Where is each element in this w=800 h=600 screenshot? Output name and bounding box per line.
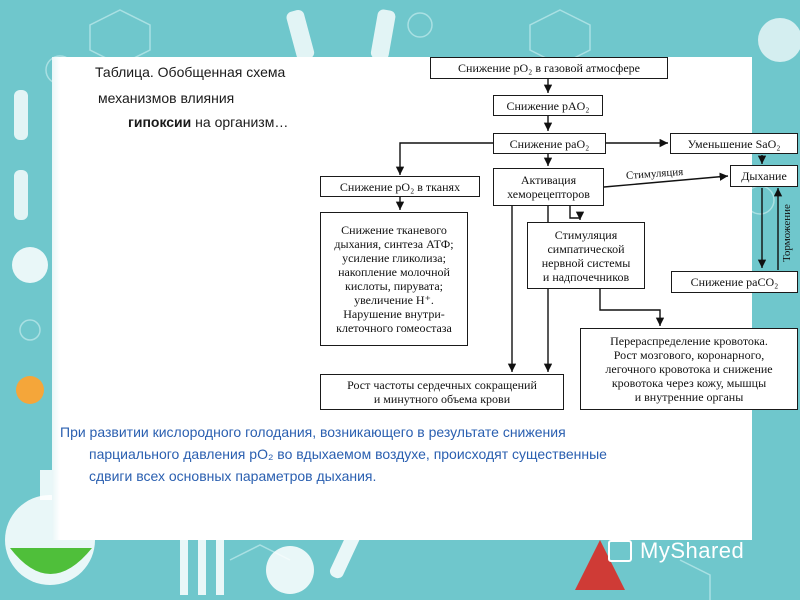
- test-tube-icon: [14, 9, 396, 595]
- box-pao2-arterial: Снижение paO₂: [493, 133, 606, 154]
- box-po2-atmosphere: Снижение pO₂ в газовой атмосфере: [430, 57, 668, 79]
- caption-line-2: механизмов влияния: [98, 90, 235, 106]
- box-pao2: Снижение pAO₂: [493, 95, 603, 116]
- myshared-watermark: MyShared: [640, 538, 745, 563]
- note-line-2: парциального давления pO₂ во вдыхаемом в…: [89, 446, 607, 462]
- flask-hcl-icon: [12, 18, 800, 594]
- box-breathing: Дыхание: [730, 165, 798, 187]
- note-line-3: сдвиги всех основных параметров дыхания.: [89, 468, 377, 484]
- caption-rest: на организм…: [191, 114, 289, 130]
- box-sao2: Уменьшение SaO₂: [670, 133, 798, 154]
- note-line-1: При развитии кислородного голодания, воз…: [60, 424, 566, 440]
- box-paco2: Снижение paCO₂: [671, 271, 798, 293]
- box-redistribution: Перераспределение кровотока.Рост мозгово…: [580, 328, 798, 410]
- caption-line-3: гипоксии на организм…: [128, 114, 288, 130]
- box-po2-tissue: Снижение pO₂ в тканях: [320, 176, 480, 197]
- myshared-logo-icon: [608, 540, 632, 562]
- label-inhibition: Торможение: [781, 204, 793, 262]
- caption-bold-word: гипоксии: [128, 114, 192, 130]
- caption-line-1: Таблица. Обобщенная схема: [95, 64, 286, 80]
- card-shade: [52, 57, 60, 540]
